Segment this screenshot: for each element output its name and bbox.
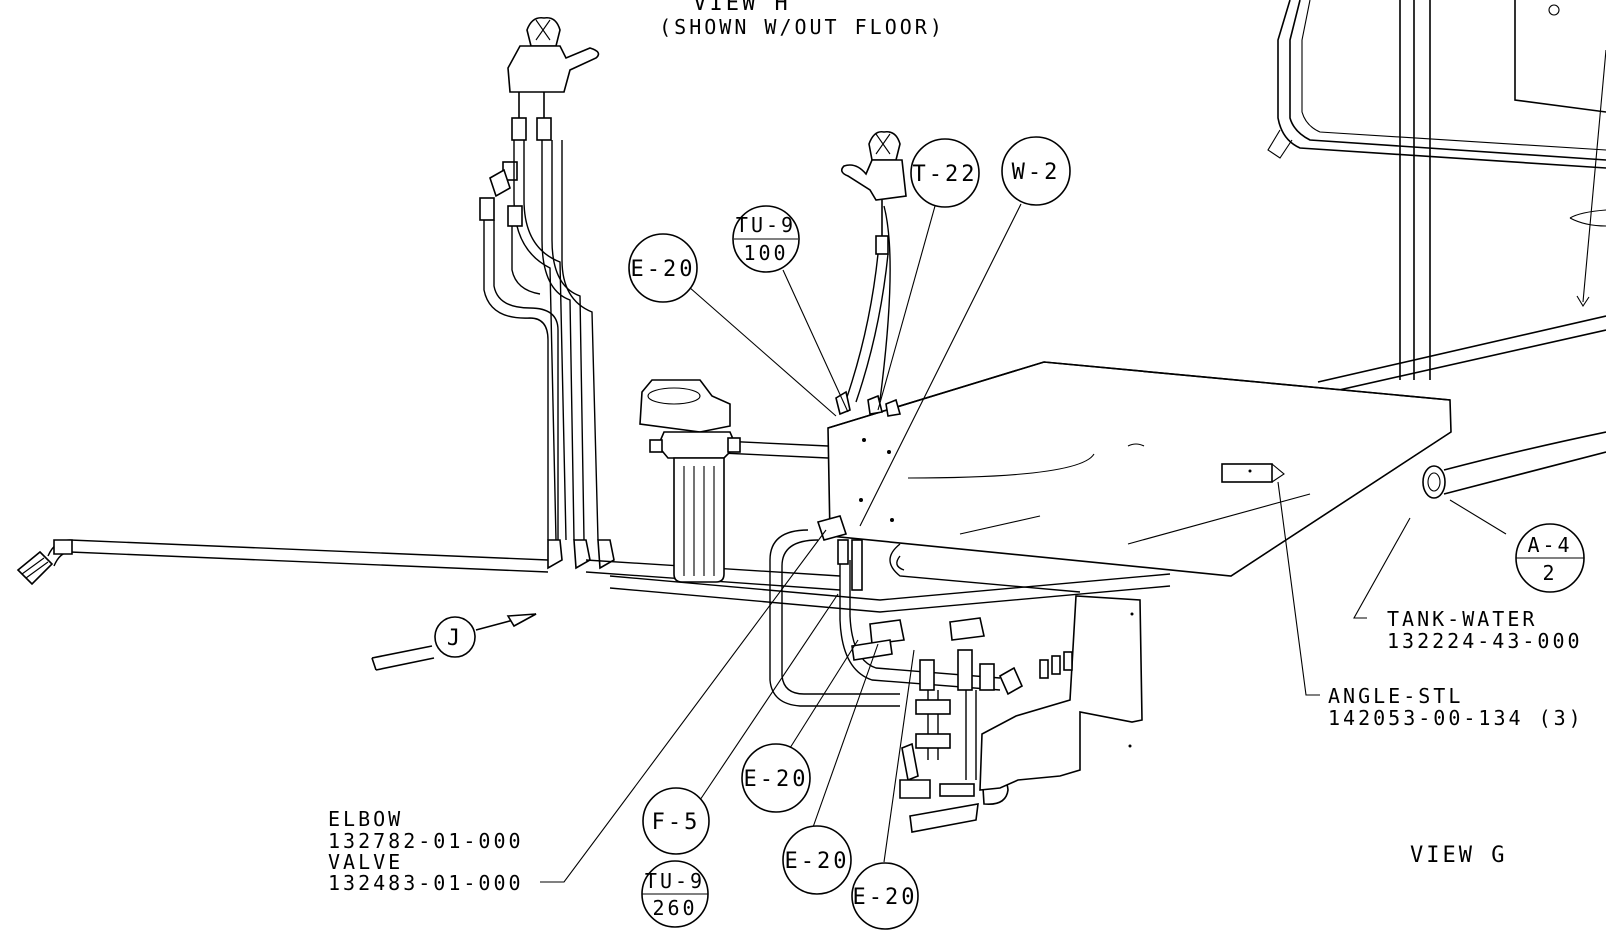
view-h-subtitle: (SHOWN W/OUT FLOOR): [659, 15, 945, 39]
balloon-tu9-260: TU-9 260: [641, 860, 709, 928]
view-j-arrow: J: [371, 613, 537, 671]
angle-name-label: ANGLE-STL: [1328, 684, 1463, 708]
balloon-t22: T-22: [910, 138, 980, 208]
under-tank-plumbing: [769, 515, 1143, 833]
svg-text:F-5: F-5: [652, 810, 701, 835]
svg-text:E-20: E-20: [853, 885, 918, 910]
svg-text:E-20: E-20: [785, 849, 850, 874]
svg-text:TU-9: TU-9: [736, 213, 796, 237]
view-j-label: J: [447, 626, 463, 651]
svg-text:260: 260: [652, 896, 697, 920]
svg-text:A-4: A-4: [1527, 533, 1572, 557]
balloon-a4-2: A-4 2: [1515, 523, 1585, 593]
svg-text:100: 100: [743, 241, 788, 265]
tank-part-number: 132224-43-000: [1387, 629, 1583, 653]
water-tank: [827, 361, 1606, 577]
svg-text:2: 2: [1542, 561, 1557, 585]
cartridge-filter: [639, 379, 741, 583]
view-g-title: VIEW G: [1410, 843, 1507, 868]
angle-part-number: 142053-00-134 (3): [1328, 706, 1584, 730]
svg-text:E-20: E-20: [744, 767, 809, 792]
valve-part-number: 132483-01-000: [328, 871, 524, 895]
balloon-f5: F-5: [642, 787, 710, 855]
elbow-name-label: ELBOW: [328, 807, 403, 831]
balloon-e20-top: E-20: [628, 233, 698, 303]
balloon-e20-low: E-20: [782, 825, 852, 895]
balloon-tu9-100: TU-9 100: [732, 205, 800, 273]
background-frame: [1267, 0, 1606, 393]
balloon-e20-bottom: E-20: [851, 862, 919, 930]
view-h-title: VIEW H: [693, 0, 790, 16]
svg-text:T-22: T-22: [913, 162, 978, 187]
balloon-w2: W-2: [1001, 136, 1071, 206]
elbow-part-number: 132782-01-000: [328, 829, 524, 853]
svg-text:TU-9: TU-9: [645, 869, 705, 893]
leader-lines: [540, 203, 1507, 883]
svg-text:W-2: W-2: [1012, 160, 1061, 185]
tank-name-label: TANK-WATER: [1387, 607, 1537, 631]
right-faucet: [835, 130, 907, 417]
svg-text:E-20: E-20: [631, 257, 696, 282]
valve-name-label: VALVE: [328, 850, 403, 874]
balloon-e20-mid: E-20: [741, 743, 811, 813]
